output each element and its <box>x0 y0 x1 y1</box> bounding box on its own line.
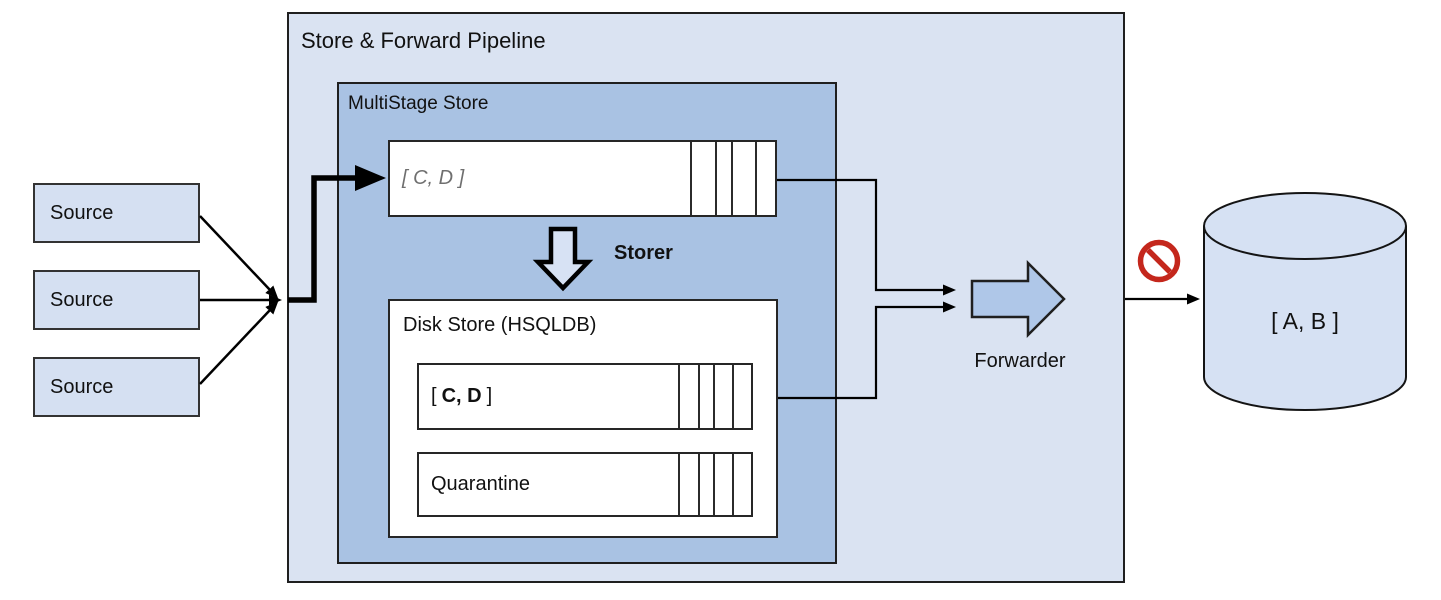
forwarder-arrow-icon <box>970 259 1066 339</box>
multistage-store-title: MultiStage Store <box>348 93 489 114</box>
pipeline-title: Store & Forward Pipeline <box>301 28 546 53</box>
queue-slot-line <box>698 454 700 515</box>
queue-slot-line <box>678 454 680 515</box>
source-box: Source <box>33 357 200 417</box>
queue-slot-line <box>690 142 692 215</box>
source-label: Source <box>50 201 114 224</box>
ingest-arrow <box>288 175 356 303</box>
disk-queue-items: C, D <box>441 385 482 407</box>
queue-slot-line <box>698 365 700 428</box>
queue-slot-line <box>715 142 717 215</box>
source-box: Source <box>33 183 200 243</box>
storer-arrow-icon <box>532 226 594 292</box>
queue-slot-line <box>713 454 715 515</box>
bracket-close: ] <box>486 385 493 407</box>
database-cylinder <box>1203 192 1407 411</box>
queue-slot-line <box>731 142 733 215</box>
bracket-open: [ <box>431 385 437 407</box>
queue-slot-line <box>732 365 734 428</box>
database-label: [ A, B ] <box>1271 308 1339 334</box>
memory-queue-label: [ C, D ] <box>402 167 465 189</box>
source-label: Source <box>50 288 114 311</box>
quarantine-label: Quarantine <box>431 473 530 495</box>
no-entry-icon <box>1137 239 1181 283</box>
queue-slot-line <box>732 454 734 515</box>
queue-slot-line <box>713 365 715 428</box>
source-arrow <box>199 301 279 385</box>
source-arrow <box>199 215 279 299</box>
forward-connector-bottom <box>778 301 956 400</box>
quarantine-queue: Quarantine <box>417 452 753 517</box>
source-label: Source <box>50 375 114 398</box>
forward-connector-top <box>777 178 956 296</box>
forwarder-label: Forwarder <box>974 350 1066 372</box>
source-box: Source <box>33 270 200 330</box>
storer-label: Storer <box>614 242 673 264</box>
ingest-arrowhead <box>355 165 386 191</box>
queue-slot-line <box>678 365 680 428</box>
memory-queue: [ C, D ] <box>388 140 777 217</box>
queue-slot-line <box>755 142 757 215</box>
disk-queue-label: [C, D] <box>431 385 492 408</box>
disk-queue: [C, D] <box>417 363 753 430</box>
disk-store-title: Disk Store (HSQLDB) <box>403 314 597 336</box>
